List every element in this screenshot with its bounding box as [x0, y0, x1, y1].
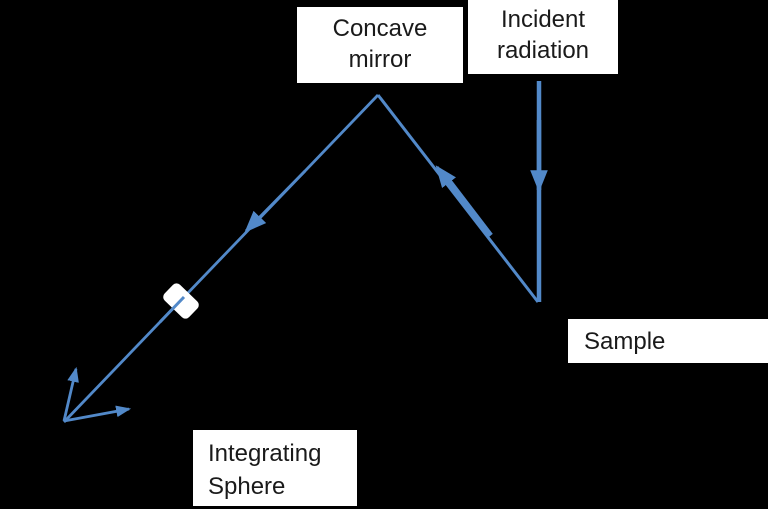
scatter-arrow-up	[62, 366, 79, 422]
sample-label: Sample	[568, 319, 768, 363]
scatter-arrow-right	[63, 405, 132, 423]
incident-radiation-label: Incident radiation	[468, 0, 618, 74]
ray-over-filter-segment	[158, 295, 186, 324]
mirror-to-sphere-ray-line	[62, 94, 380, 423]
mirror-to-sphere-arrowhead	[244, 170, 306, 233]
concave-mirror-label: Concave mirror	[297, 7, 463, 83]
sample-to-mirror-arrowhead	[435, 165, 492, 237]
integrating-sphere-label: Integrating Sphere	[193, 430, 357, 506]
